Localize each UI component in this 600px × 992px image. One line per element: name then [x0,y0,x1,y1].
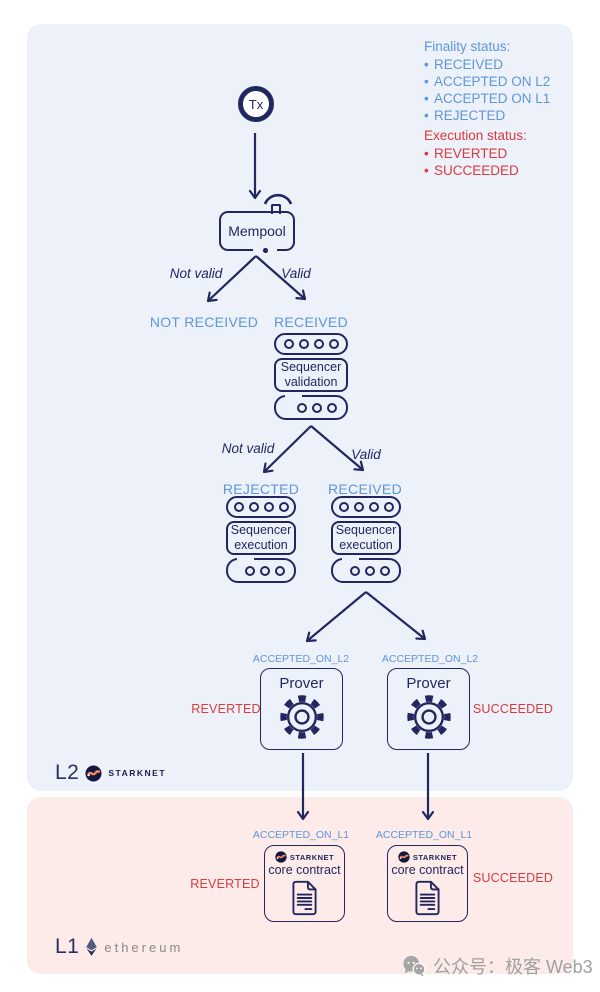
succeeded-l1-status: SUCCEEDED [472,871,554,885]
stack2-line2: execution [234,538,288,552]
sequencer-validation-stack: Sequencer validation [274,333,348,420]
execution-status-title: Execution status: [424,128,527,143]
sequencer-execution-stack-left: Sequencer execution [226,496,296,583]
server-drawer-icon [331,557,401,583]
ethereum-brand-label: ethereum [104,939,184,955]
starknet-brand-label: STARKNET [108,768,167,778]
sequencer-execution-stack-right: Sequencer execution [331,496,401,583]
ethereum-logo-icon [86,937,98,956]
finality-status-title: Finality status: [424,39,511,54]
core-contract-left: STARKNET core contract [264,845,345,922]
sequencer-validation-box: Sequencer validation [274,358,348,392]
starknet-logo-icon [275,851,287,863]
mempool-label: Mempool [228,223,286,239]
core-contract-label: core contract [268,863,341,877]
document-icon [292,880,317,915]
legend-item-accepted-l2: ACCEPTED ON L2 [424,73,550,90]
reverted-l2-status: REVERTED [191,702,261,716]
received-status-1: RECEIVED [274,314,348,330]
mempool-antenna-icon [271,204,281,214]
stack1-line2: validation [284,375,338,389]
server-drawer-icon [274,394,348,420]
legend-item-succeeded: SUCCEEDED [424,162,550,179]
server-drawer-icon [226,557,296,583]
l1-panel [27,797,573,974]
tx-node: Tx [238,86,274,122]
branch2-not-valid-label: Not valid [221,441,275,456]
branch1-valid-label: Valid [281,266,311,281]
tx-label: Tx [248,96,264,112]
legend-item-received: RECEIVED [424,56,550,73]
l1-ethereum-badge: L1 ethereum [55,935,183,959]
status-legend: Finality status: RECEIVED ACCEPTED ON L2… [424,38,550,179]
core-contract-right: STARKNET core contract [387,845,468,922]
server-lights-icon [331,496,401,518]
l2-starknet-badge: L2 STARKNET [55,761,166,785]
reverted-l1-status: REVERTED [190,877,260,891]
prover-title: Prover [406,675,451,692]
stack2-line1: Sequencer [230,523,292,537]
starknet-logo-icon [398,851,410,863]
starknet-brand-row: STARKNET [398,851,457,863]
l1-label: L1 [55,935,80,958]
received-status-2: RECEIVED [328,481,402,497]
server-lights-icon [226,496,296,518]
sequencer-execution-box: Sequencer execution [331,521,401,555]
wechat-watermark: 公众号：极客 Web3 [402,953,593,979]
prover-right: Prover [387,668,470,750]
mempool-border-dot [263,248,268,253]
accepted-on-l2-right: ACCEPTED_ON_L2 [381,653,479,665]
legend-item-reverted: REVERTED [424,145,550,162]
branch2-valid-label: Valid [351,447,381,462]
server-lights-icon [274,333,348,355]
accepted-on-l2-left: ACCEPTED_ON_L2 [252,653,350,665]
legend-item-accepted-l1: ACCEPTED ON L1 [424,90,550,107]
prover-left: Prover [260,668,343,750]
succeeded-l2-status: SUCCEEDED [472,702,554,716]
wechat-icon [403,955,426,977]
rejected-status: REJECTED [222,481,300,497]
sequencer-execution-box: Sequencer execution [226,521,296,555]
watermark-text: 公众号：极客 Web3 [433,957,593,977]
stack3-line2: execution [339,538,393,552]
branch1-not-valid-label: Not valid [169,266,223,281]
stack3-line1: Sequencer [335,523,397,537]
gear-icon [406,695,451,739]
l2-label: L2 [55,761,80,784]
starknet-brand-label: STARKNET [412,852,458,862]
mempool-node: Mempool [219,204,295,253]
accepted-on-l1-right: ACCEPTED_ON_L1 [375,829,473,841]
gear-icon [279,695,324,739]
stack1-line1: Sequencer [280,360,342,374]
legend-item-rejected: REJECTED [424,107,550,124]
document-icon [415,880,440,915]
accepted-on-l1-left: ACCEPTED_ON_L1 [252,829,350,841]
starknet-logo-icon [85,764,102,782]
starknet-brand-row: STARKNET [275,851,334,863]
core-contract-label: core contract [391,863,464,877]
prover-title: Prover [279,675,324,692]
not-received-status: NOT RECEIVED [149,314,259,330]
starknet-brand-label: STARKNET [289,852,335,862]
